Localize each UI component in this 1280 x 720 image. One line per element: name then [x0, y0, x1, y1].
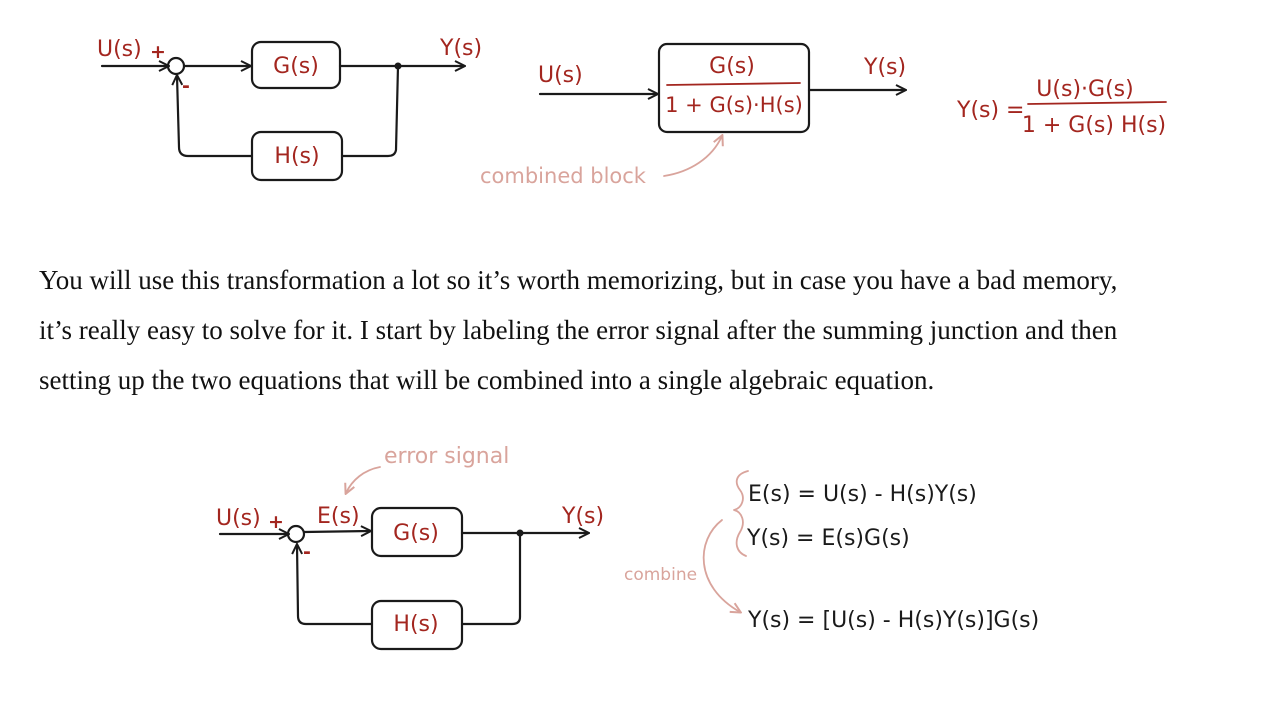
- formula-denominator: 1 + G(s) H(s): [1022, 113, 1166, 138]
- combine-arrow: [702, 519, 740, 612]
- formula-lhs: Y(s) =: [956, 98, 1025, 123]
- annotation-arrow: [663, 136, 722, 177]
- feedback-block-label: H(s): [274, 144, 319, 169]
- equation-3: Y(s) = [U(s) - H(s)Y(s)]G(s): [747, 608, 1039, 633]
- top-middle-combined-block-diagram: U(s) G(s) 1 + G(s)·H(s) Y(s) combined bl…: [480, 42, 906, 188]
- input-label: U(s): [538, 63, 583, 88]
- plus-sign: +: [150, 41, 166, 63]
- block-denominator: 1 + G(s)·H(s): [665, 93, 803, 117]
- equation-2: Y(s) = E(s)G(s): [746, 526, 910, 551]
- input-label: U(s): [97, 37, 142, 62]
- paragraph-line-1: You will use this transformation a lot s…: [39, 265, 1118, 295]
- block-numerator: G(s): [709, 54, 755, 79]
- combine-label: combine: [624, 565, 697, 585]
- combined-block: [657, 42, 811, 134]
- top-right-formula: Y(s) = U(s)·G(s) 1 + G(s) H(s): [956, 77, 1167, 138]
- equation-1: E(s) = U(s) - H(s)Y(s): [748, 482, 977, 507]
- summing-junction: [286, 524, 306, 544]
- error-label: E(s): [317, 504, 360, 529]
- formula-numerator: U(s)·G(s): [1036, 77, 1133, 102]
- equations-group: E(s) = U(s) - H(s)Y(s) Y(s) = E(s)G(s) c…: [624, 470, 1039, 633]
- annotation-arrow: [346, 466, 381, 493]
- top-left-feedback-diagram: U(s) + - G(s) H(s) Y(s): [97, 36, 482, 182]
- input-label: U(s): [216, 506, 261, 531]
- feedback-path-left: [177, 76, 254, 158]
- forward-block-label: G(s): [273, 54, 319, 79]
- output-label: Y(s): [439, 36, 482, 61]
- error-signal-annotation: error signal: [384, 444, 509, 469]
- minus-sign: -: [182, 75, 190, 97]
- summing-junction: [166, 56, 186, 76]
- feedback-path-left: [297, 545, 374, 626]
- forward-block-label: G(s): [393, 521, 439, 546]
- feedback-block-label: H(s): [393, 612, 438, 637]
- output-label: Y(s): [561, 504, 604, 529]
- output-label: Y(s): [863, 55, 906, 80]
- feedback-path-right: [460, 531, 522, 626]
- paragraph-line-3: setting up the two equations that will b…: [39, 365, 935, 395]
- combined-block-annotation: combined block: [480, 164, 647, 188]
- fraction-bar: [666, 82, 801, 86]
- paragraph-line-2: it’s really easy to solve for it. I star…: [39, 315, 1118, 345]
- feedback-path-right: [340, 64, 400, 158]
- equation-brace: [733, 470, 749, 557]
- minus-sign: -: [303, 541, 311, 563]
- bottom-feedback-diagram: error signal U(s) + - E(s) G(s) H(s) Y(s…: [216, 444, 604, 651]
- explanation-paragraph: You will use this transformation a lot s…: [39, 255, 1239, 405]
- error-arrow: [302, 531, 370, 532]
- formula-fraction-bar: [1027, 101, 1167, 105]
- plus-sign: +: [268, 511, 284, 533]
